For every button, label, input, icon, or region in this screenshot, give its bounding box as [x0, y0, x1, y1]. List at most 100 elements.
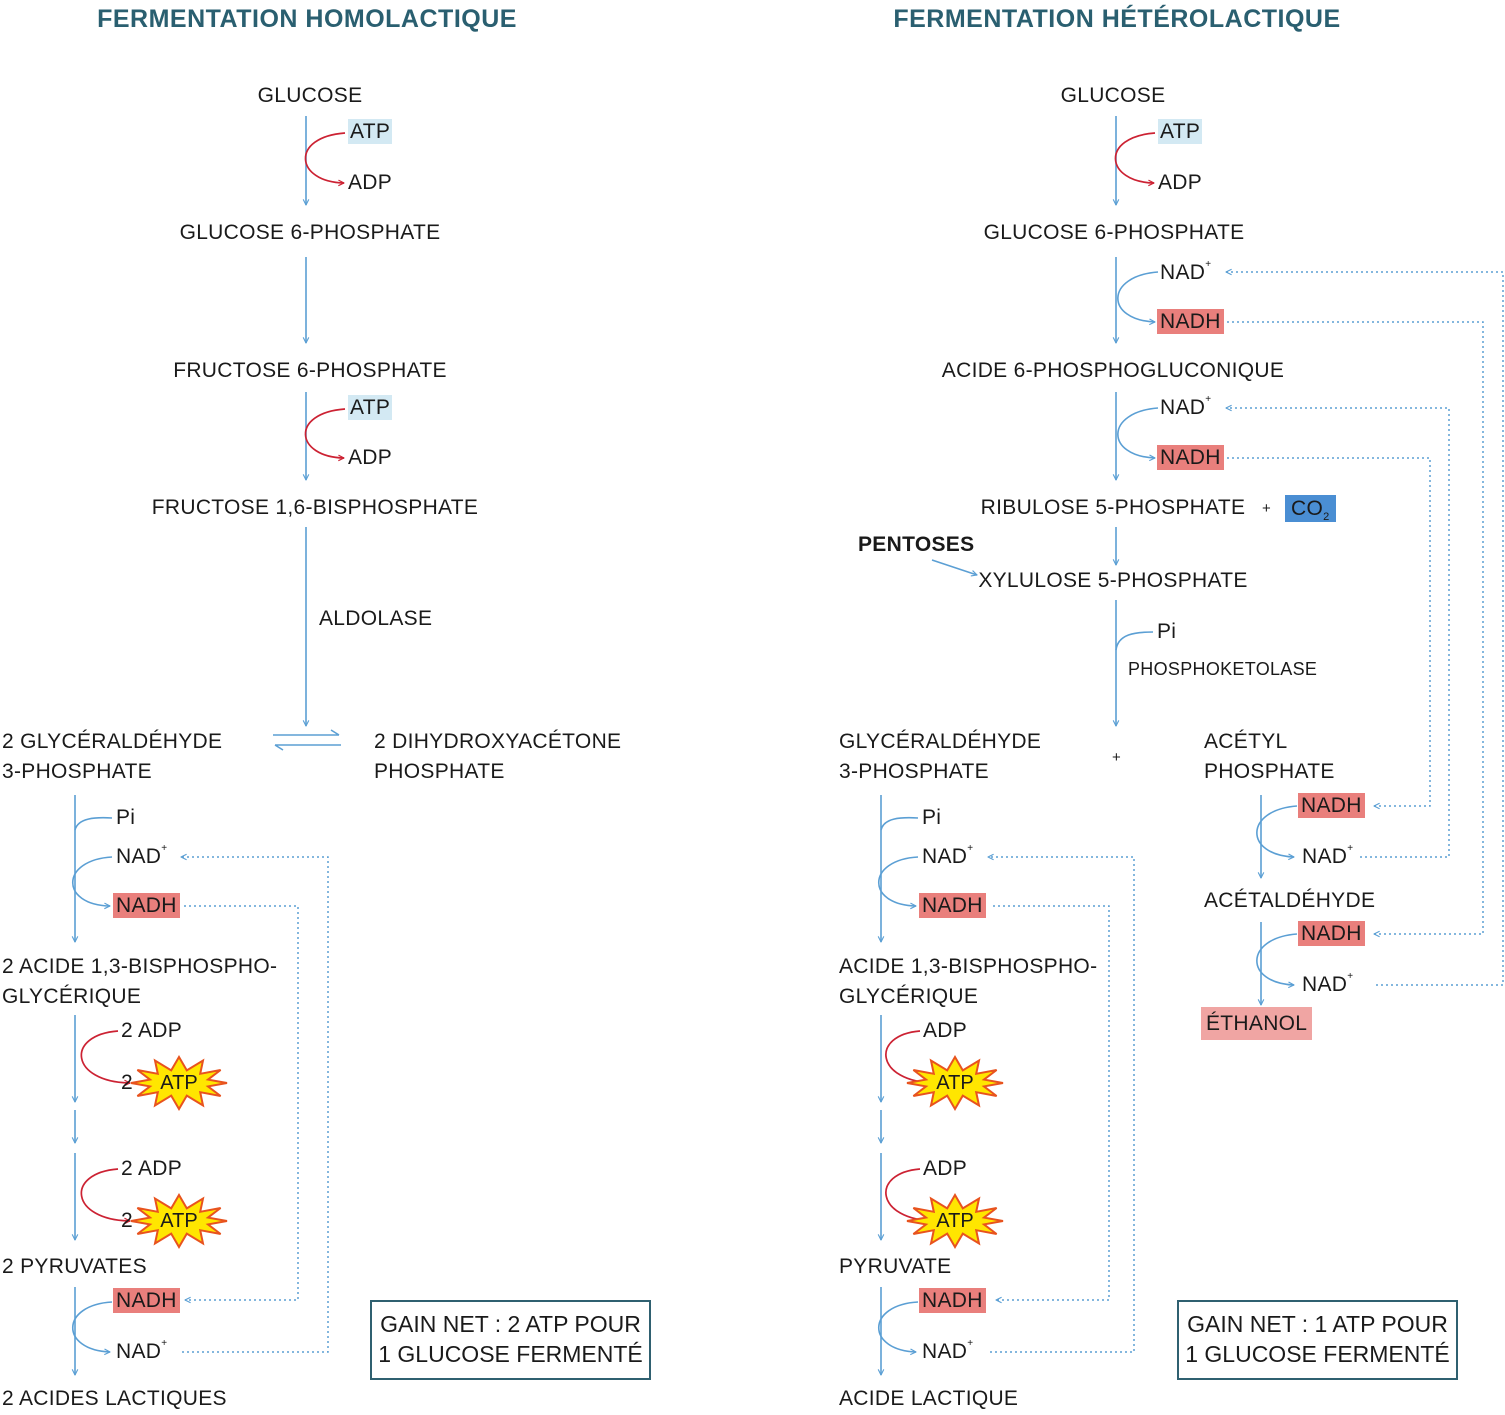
label-adp-2: ADP [348, 446, 393, 469]
label-nadh-pyr-r: NADH [919, 1288, 986, 1313]
arrow-pentoses [931, 559, 977, 575]
label-nadh-2: NADH [113, 1288, 180, 1313]
label-ethanol: ÉTHANOL [1201, 1007, 1313, 1040]
curve-atp-adp-2 [304, 408, 346, 458]
label-nad-acetyl: NAD+ [1302, 843, 1354, 868]
label-nadh-g6p: NADH [1157, 309, 1224, 334]
curve-pi-right [1115, 631, 1154, 651]
label-gap-r-2: 3-PHOSPHATE [839, 760, 989, 783]
curve-nadh-nad-acetald [1256, 933, 1298, 985]
curve-pi-left [74, 816, 113, 831]
label-glucose: GLUCOSE [257, 84, 363, 107]
label-ribulose: RIBULOSE 5-PHOSPHATE [980, 496, 1246, 519]
title-homolactique: FERMENTATION HOMOLACTIQUE [97, 5, 517, 33]
label-pyruvate: PYRUVATE [839, 1255, 952, 1278]
label-pi: Pi [116, 806, 136, 829]
label-nad-g6p: NAD+ [1160, 259, 1212, 284]
atp-star-label-2: ATP [160, 1210, 198, 1232]
dotted-nadh-pg [1227, 457, 1431, 806]
label-xylulose: XYLULOSE 5-PHOSPHATE [978, 569, 1248, 592]
curve-atp-adp-1-r [1114, 132, 1156, 183]
curve-pi-gap-r [880, 816, 919, 831]
label-dhap-1: 2 DIHYDROXYACÉTONE [374, 730, 622, 753]
label-nadh: NADH [113, 893, 180, 918]
dotted-nad-pg [1226, 408, 1450, 858]
curve-atp-adp-1 [304, 132, 346, 183]
label-glucose-r: GLUCOSE [1060, 84, 1166, 107]
curve-nadh-nad-left [72, 1301, 113, 1352]
curve-adp-atp-1 [80, 1030, 130, 1083]
label-nadh-acetyl: NADH [1298, 793, 1365, 818]
curve-nad-nadh-left [72, 856, 113, 906]
label-plus-co2: + [1262, 500, 1272, 517]
label-bpg-2: GLYCÉRIQUE [2, 985, 142, 1008]
label-acetaldehyde: ACÉTALDÉHYDE [1204, 889, 1376, 912]
curve-nadh-nad-acetyl [1256, 805, 1298, 857]
dotted-gap-nad [988, 857, 1135, 1353]
label-two-2: 2 [121, 1209, 133, 1232]
label-atp-r: ATP [1158, 119, 1203, 144]
label-pi-gap-r: Pi [922, 806, 942, 829]
atp-star-label-r-2: ATP [936, 1210, 974, 1232]
label-gap-2: 3-PHOSPHATE [2, 760, 152, 783]
curve-nad-nadh-pg [1117, 407, 1159, 458]
label-acetyl-1: ACÉTYL [1204, 730, 1288, 753]
label-nad-gap-r: NAD+ [922, 843, 974, 868]
atp-star-2 [130, 1193, 228, 1249]
label-aldolase: ALDOLASE [319, 607, 433, 630]
label-bpg-1: 2 ACIDE 1,3-BISPHOSPHO- [2, 955, 278, 978]
equilibrium-back [274, 744, 341, 751]
label-bpg-r-2: GLYCÉRIQUE [839, 985, 979, 1008]
label-lactic-r: ACIDE LACTIQUE [839, 1387, 1019, 1410]
label-nad-2: NAD+ [116, 1338, 168, 1363]
label-acetyl-2: PHOSPHATE [1204, 760, 1335, 783]
label-nad-pyr-r: NAD+ [922, 1338, 974, 1363]
label-pg: ACIDE 6-PHOSPHOGLUCONIQUE [941, 359, 1285, 382]
label-nad: NAD+ [116, 843, 168, 868]
equilibrium-forward [273, 729, 340, 736]
label-gap-1: 2 GLYCÉRALDÉHYDE [2, 730, 223, 753]
label-nadh-gap-r: NADH [919, 893, 986, 918]
label-nad-pg: NAD+ [1160, 394, 1212, 419]
label-2adp-2: 2 ADP [121, 1157, 183, 1180]
atp-star-label-1: ATP [160, 1072, 198, 1094]
curve-nad-nadh-g6p [1117, 271, 1159, 322]
label-phosphoketolase: PHOSPHOKETOLASE [1128, 659, 1318, 679]
label-adp-r: ADP [1158, 171, 1203, 194]
label-adp-r-1: ADP [923, 1019, 968, 1042]
label-plus-split: + [1112, 749, 1122, 766]
label-f6p: FRUCTOSE 6-PHOSPHATE [173, 359, 447, 382]
label-pentoses: PENTOSES [858, 533, 975, 556]
curve-nad-nadh-gap-r [878, 856, 919, 906]
label-nadh-pg: NADH [1157, 445, 1224, 470]
title-heterolactique: FERMENTATION HÉTÉROLACTIQUE [893, 5, 1341, 33]
label-nadh-acetald: NADH [1298, 921, 1365, 946]
label-pi-r: Pi [1157, 620, 1177, 643]
label-gap-r-1: GLYCÉRALDÉHYDE [839, 730, 1042, 753]
label-g6p: GLUCOSE 6-PHOSPHATE [179, 221, 441, 244]
co2-badge: CO2 [1285, 495, 1336, 523]
label-adp: ADP [348, 171, 393, 194]
gain-box-homo: GAIN NET : 2 ATP POUR 1 GLUCOSE FERMENTÉ [370, 1300, 651, 1380]
label-pyruvates: 2 PYRUVATES [2, 1255, 147, 1278]
curve-adp-atp-2 [80, 1168, 130, 1221]
label-bpg-r-1: ACIDE 1,3-BISPHOSPHO- [839, 955, 1098, 978]
label-atp: ATP [348, 119, 393, 144]
label-adp-r-2: ADP [923, 1157, 968, 1180]
atp-star-r-2 [906, 1193, 1004, 1249]
label-dhap-2: PHOSPHATE [374, 760, 505, 783]
curve-nadh-nad-pyr-r [878, 1301, 919, 1352]
dotted-nadh-to-pyruvate-left [184, 905, 299, 1300]
dotted-gap-nadh [993, 905, 1110, 1300]
label-2adp-1: 2 ADP [121, 1019, 183, 1042]
label-atp-2: ATP [348, 395, 393, 420]
gain-box-hetero: GAIN NET : 1 ATP POUR 1 GLUCOSE FERMENTÉ [1177, 1300, 1458, 1380]
label-nad-acetald: NAD+ [1302, 971, 1354, 996]
atp-star-1 [130, 1055, 228, 1111]
dotted-nadh-g6p [1227, 321, 1484, 934]
atp-star-r-1 [906, 1055, 1004, 1111]
label-g6p-r: GLUCOSE 6-PHOSPHATE [983, 221, 1245, 244]
label-lactic: 2 ACIDES LACTIQUES [2, 1387, 227, 1410]
label-f16bp: FRUCTOSE 1,6-BISPHOSPHATE [151, 496, 479, 519]
